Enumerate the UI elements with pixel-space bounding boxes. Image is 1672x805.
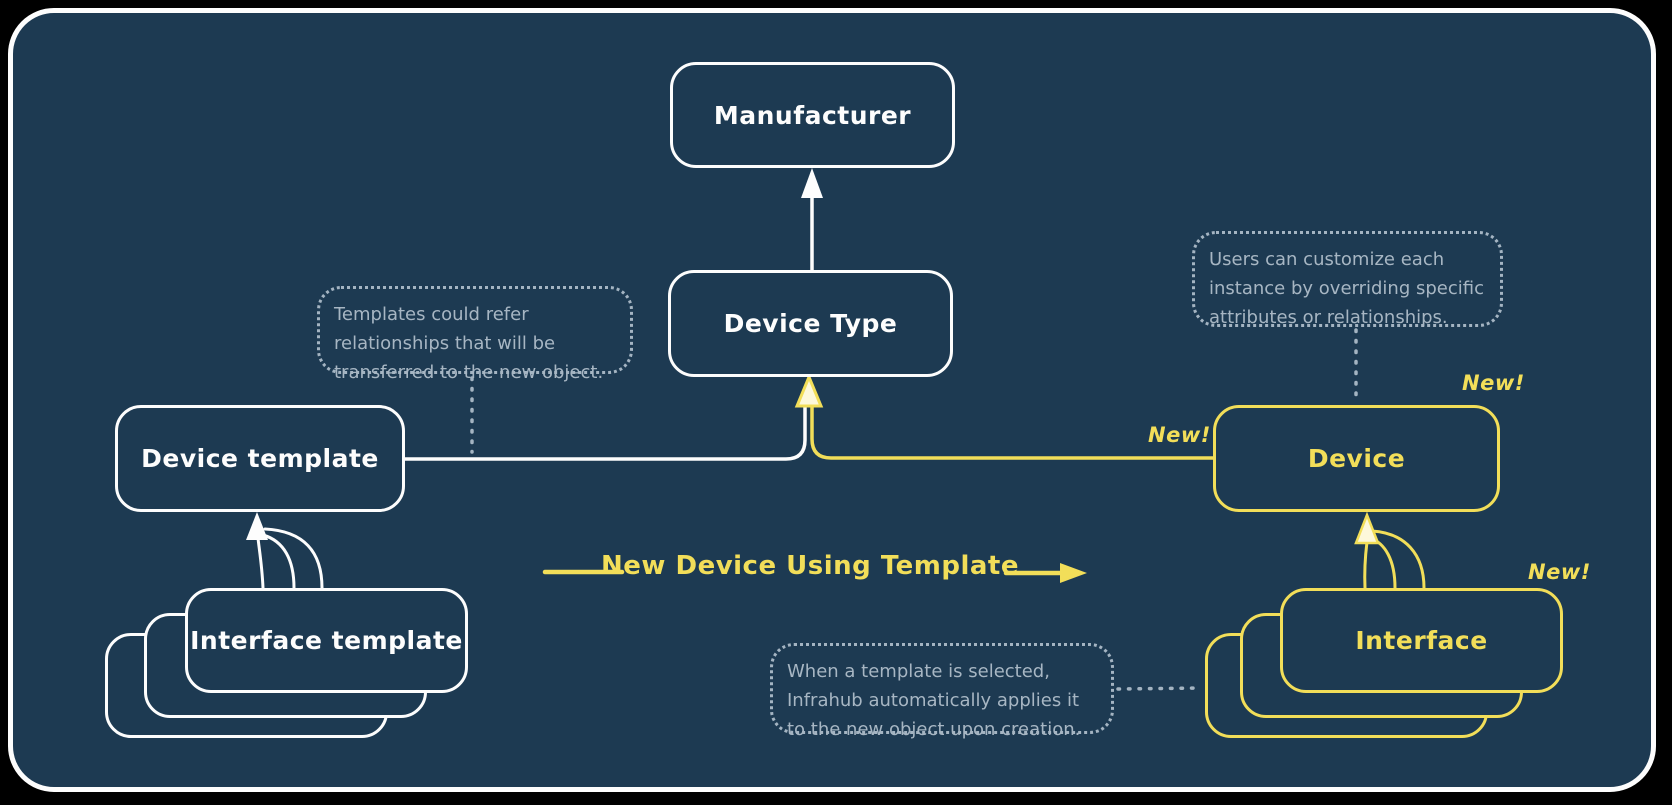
new-badge-device: New! — [1462, 371, 1525, 395]
node-manufacturer-label: Manufacturer — [713, 100, 912, 130]
note-line: attributes or relationships. — [1209, 307, 1448, 328]
note-line: When a template is selected, — [787, 661, 1050, 682]
note-line: instance by overriding specific — [1209, 278, 1484, 299]
node-device-template-label: Device template — [141, 444, 379, 473]
node-interface-label: Interface — [1355, 626, 1488, 655]
node-interface: Interface — [1280, 588, 1563, 693]
note-line: Users can customize each — [1209, 249, 1445, 270]
note-templates: Templates could refer relationships that… — [317, 286, 633, 383]
note-line: Infrahub automatically applies it — [787, 690, 1079, 711]
node-device-template: Device template — [115, 405, 405, 512]
node-interface-template: Interface template — [185, 588, 468, 693]
node-manufacturer: Manufacturer — [670, 62, 955, 168]
note-line: Templates could refer — [334, 304, 529, 325]
new-badge-interface: New! — [1528, 560, 1591, 584]
node-device: Device — [1213, 405, 1500, 512]
note-apply: When a template is selected, Infrahub au… — [770, 643, 1114, 740]
note-line: to the new object upon creation. — [787, 719, 1081, 740]
node-device-type: Device Type — [668, 270, 953, 377]
new-badge-line: New! — [1148, 423, 1211, 447]
note-line: transferred to the new object. — [334, 362, 604, 383]
node-device-label: Device — [1307, 444, 1406, 473]
note-line: relationships that will be — [334, 333, 556, 354]
node-device-type-label: Device Type — [723, 309, 898, 338]
flow-label: New Device Using Template — [601, 551, 1019, 581]
note-customize: Users can customize each instance by ove… — [1192, 231, 1503, 328]
node-interface-template-label: Interface template — [190, 626, 463, 655]
